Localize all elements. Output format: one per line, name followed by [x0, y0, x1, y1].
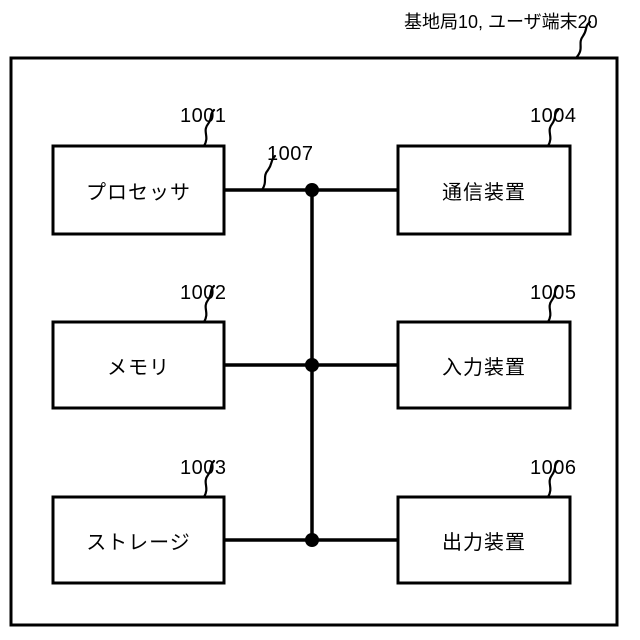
ref-numeral-1003: 1003: [180, 457, 227, 479]
ref-numeral-1007: 1007: [267, 143, 314, 165]
leader-line-1004: [546, 108, 560, 148]
block-storage: [51, 495, 226, 585]
ref-numeral-1004: 1004: [530, 105, 577, 127]
bus-junction-dot-top: [305, 183, 319, 197]
leader-line-1007: [260, 154, 277, 192]
block-input-device: [396, 320, 572, 410]
ref-numeral-1005: 1005: [530, 282, 577, 304]
figure-title: 基地局10, ユーザ端末20: [404, 12, 598, 32]
leader-line-1002: [202, 284, 216, 324]
leader-line-1001: [202, 108, 216, 148]
block-processor: [51, 144, 226, 236]
leader-line-1005: [546, 284, 560, 324]
bus-junction-dot-middle: [305, 358, 319, 372]
leader-line-1003: [202, 459, 216, 499]
title-leader-line: [574, 20, 592, 60]
block-memory: [51, 320, 226, 410]
ref-numeral-1001: 1001: [180, 105, 227, 127]
leader-line-1006: [546, 459, 560, 499]
bus-junction-dot-bottom: [305, 533, 319, 547]
ref-numeral-1002: 1002: [180, 282, 227, 304]
block-output-device: [396, 495, 572, 585]
block-communication-device: [396, 144, 572, 236]
ref-numeral-1006: 1006: [530, 457, 577, 479]
